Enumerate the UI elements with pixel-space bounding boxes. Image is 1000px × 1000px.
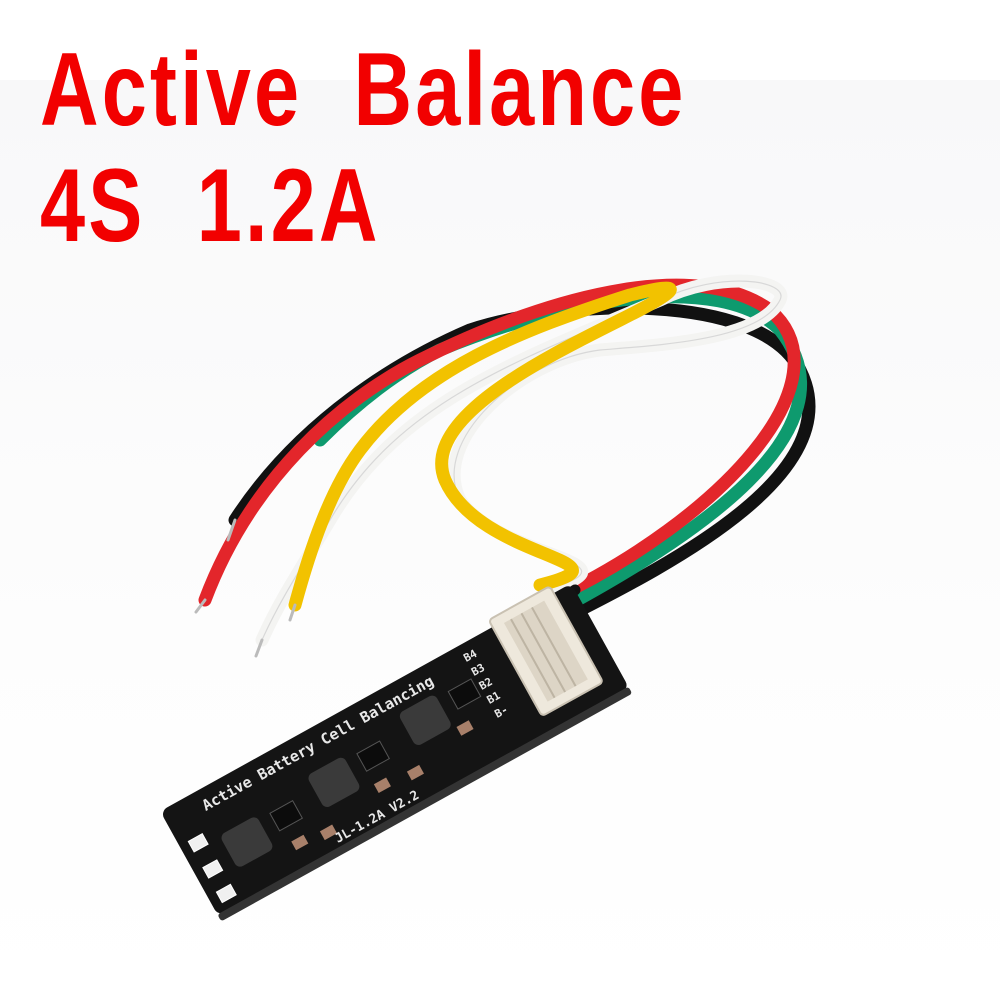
headline-line-2: 4S 1.2A — [40, 148, 381, 264]
headline-line-1: Active Balance — [40, 32, 687, 148]
pin-label-b1: B1 — [485, 689, 503, 707]
inductor — [221, 817, 273, 867]
inductor — [399, 695, 451, 745]
pcb-board: Active Battery Cell Balancing JL-1.2A V2… — [163, 586, 632, 921]
pin-label-b3: B3 — [469, 661, 487, 679]
wire-harness — [198, 274, 816, 647]
wire-tips — [194, 518, 297, 658]
pin-label-bneg: B- — [492, 703, 510, 721]
inductor — [308, 757, 360, 808]
pin-label-b2: B2 — [477, 675, 495, 693]
product-headline: Active Balance 4S 1.2A — [40, 38, 686, 258]
pin-label-b4: B4 — [461, 647, 479, 665]
wire-yellow — [288, 281, 677, 612]
jst-connector — [489, 586, 603, 716]
